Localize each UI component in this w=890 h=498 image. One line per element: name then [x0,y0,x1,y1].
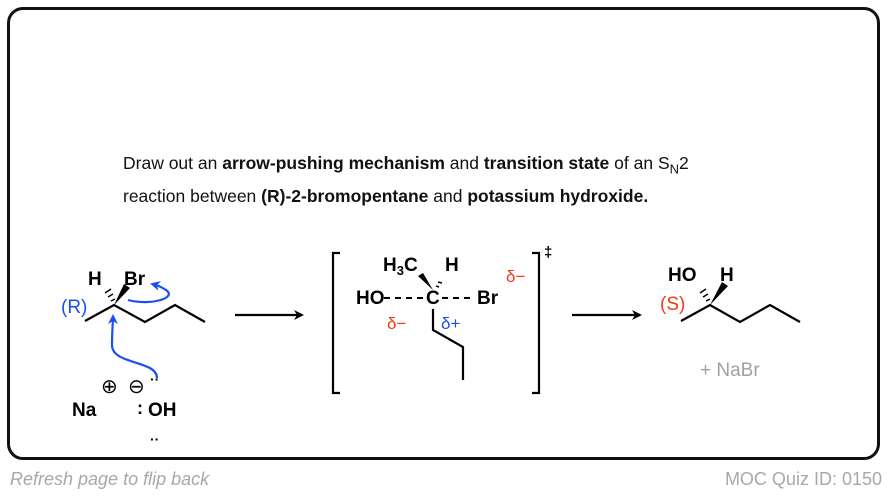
positive-charge-icon: ⊕ [101,376,118,398]
q-text: and [428,185,468,206]
quiz-card[interactable] [7,7,880,460]
atom-br: Br [477,288,499,309]
wedge-bond [418,273,433,290]
question-text: Draw out an arrow-pushing mechanism and … [123,150,689,209]
q-text: 2 [679,153,689,173]
atom-h: H [445,255,459,276]
refresh-hint: Refresh page to flip back [10,469,210,489]
atom-c: C [426,288,440,309]
hash-bond [699,288,711,302]
q-bold: potassium hydroxide. [467,185,649,206]
hash-bond [104,288,116,302]
atom-h3c: H3C [383,255,418,278]
atom-oh: OH [148,400,177,421]
atom-ho: HO [356,288,385,309]
lone-pair: : [137,398,143,418]
bracket-right [532,251,541,395]
q-bold: (R)-2-bromopentane [261,185,429,206]
propyl-chain [431,309,465,380]
product-pentanol: HO H (S) + NaBr [660,265,801,381]
curved-arrow-leaving-group [127,281,170,304]
curved-arrow-nucleophile [107,314,159,379]
wedge-bond [710,282,728,305]
q-bold: transition state [483,153,610,173]
reactant-bromopentane: H Br (R) Na ⊕ ⊖ ·· : OH ·· [61,269,206,447]
byproduct-label: + NaBr [700,360,760,381]
transition-state: ‡ H3C H HO C Br δ− δ+ δ− [331,244,552,395]
quiz-id: MOC Quiz ID: 0150 [724,469,882,489]
partial-charge-label: δ+ [441,314,460,333]
q-bold: arrow-pushing mechanism [222,153,445,173]
atom-h: H [720,265,734,286]
wedge-bond [114,284,130,305]
q-text: reaction between [123,185,262,206]
q-text: and [444,153,484,173]
config-label-r: (R) [61,297,87,318]
carbon-chain [84,303,206,324]
double-dagger: ‡ [544,244,552,261]
config-label-s: (S) [660,294,685,315]
carbon-chain [680,303,801,324]
atom-ho: HO [668,265,697,286]
q-text: Draw out an [123,153,223,173]
hash-bond [435,281,443,288]
partial-charge-label: δ− [387,314,406,333]
partial-charge-label: δ− [506,267,525,286]
atom-h: H [88,269,102,290]
negative-charge-icon: ⊖ [128,376,145,398]
atom-na: Na [72,400,97,421]
lone-pair: ·· [150,371,159,387]
lone-pair: ·· [150,431,159,447]
q-text: of an S [609,153,670,173]
q-sub: N [669,161,680,177]
bracket-left [331,251,340,395]
atom-br: Br [124,269,146,290]
